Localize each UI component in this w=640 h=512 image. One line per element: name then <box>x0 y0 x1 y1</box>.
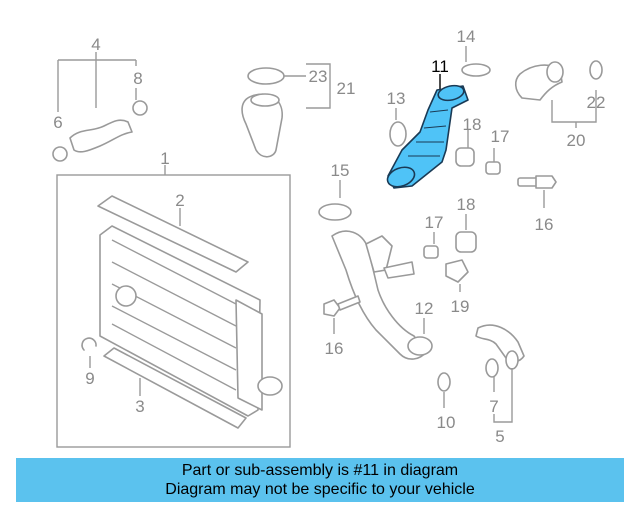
callout-18-upper: 18 <box>463 115 482 134</box>
bolt-16-right[interactable] <box>517 175 557 208</box>
callout-5: 5 <box>495 427 504 446</box>
small-parts-lower[interactable] <box>423 214 477 292</box>
bolt-16-left[interactable] <box>323 295 361 334</box>
hose-group-21[interactable] <box>241 63 331 158</box>
callout-13: 13 <box>387 89 406 108</box>
small-parts-right[interactable] <box>389 46 501 175</box>
callout-22: 22 <box>587 93 606 112</box>
callout-21: 21 <box>337 79 356 98</box>
callout-2: 2 <box>175 191 184 210</box>
hose-group-5[interactable] <box>475 324 525 423</box>
banner-line-1: Part or sub-assembly is #11 in diagram <box>181 462 459 479</box>
callout-23: 23 <box>309 67 328 86</box>
callout-16-right: 16 <box>535 215 554 234</box>
callout-16-left: 16 <box>325 339 344 358</box>
callout-17-lower: 17 <box>425 213 444 232</box>
part-11-hose[interactable] <box>385 74 469 190</box>
intercooler-assembly[interactable] <box>56 165 291 448</box>
callout-9: 9 <box>85 369 94 388</box>
hose-group-4[interactable] <box>52 52 148 162</box>
callout-15: 15 <box>331 161 350 180</box>
callout-1: 1 <box>160 149 169 168</box>
callout-12: 12 <box>415 299 434 318</box>
callout-4: 4 <box>91 35 100 54</box>
gasket-10[interactable] <box>437 372 451 408</box>
callout-6: 6 <box>53 113 62 132</box>
callout-20: 20 <box>567 131 586 150</box>
callout-labels: 1 2 3 4 5 6 7 8 9 10 11 12 13 14 15 16 1… <box>53 27 605 446</box>
callout-7: 7 <box>489 397 498 416</box>
banner-line-2: Diagram may not be specific to your vehi… <box>165 481 475 498</box>
callout-18-lower: 18 <box>457 195 476 214</box>
elbow-group-20[interactable] <box>514 60 603 128</box>
callout-19: 19 <box>451 297 470 316</box>
pipe-group-12[interactable] <box>318 180 433 360</box>
highlighted-part-11 <box>387 85 469 189</box>
callout-8: 8 <box>133 69 142 88</box>
callout-11: 11 <box>431 57 449 76</box>
callout-3: 3 <box>135 397 144 416</box>
callout-10: 10 <box>437 413 456 432</box>
info-banner: Part or sub-assembly is #11 in diagram D… <box>16 458 624 502</box>
callout-17-upper: 17 <box>491 127 510 146</box>
callout-14: 14 <box>457 27 476 46</box>
